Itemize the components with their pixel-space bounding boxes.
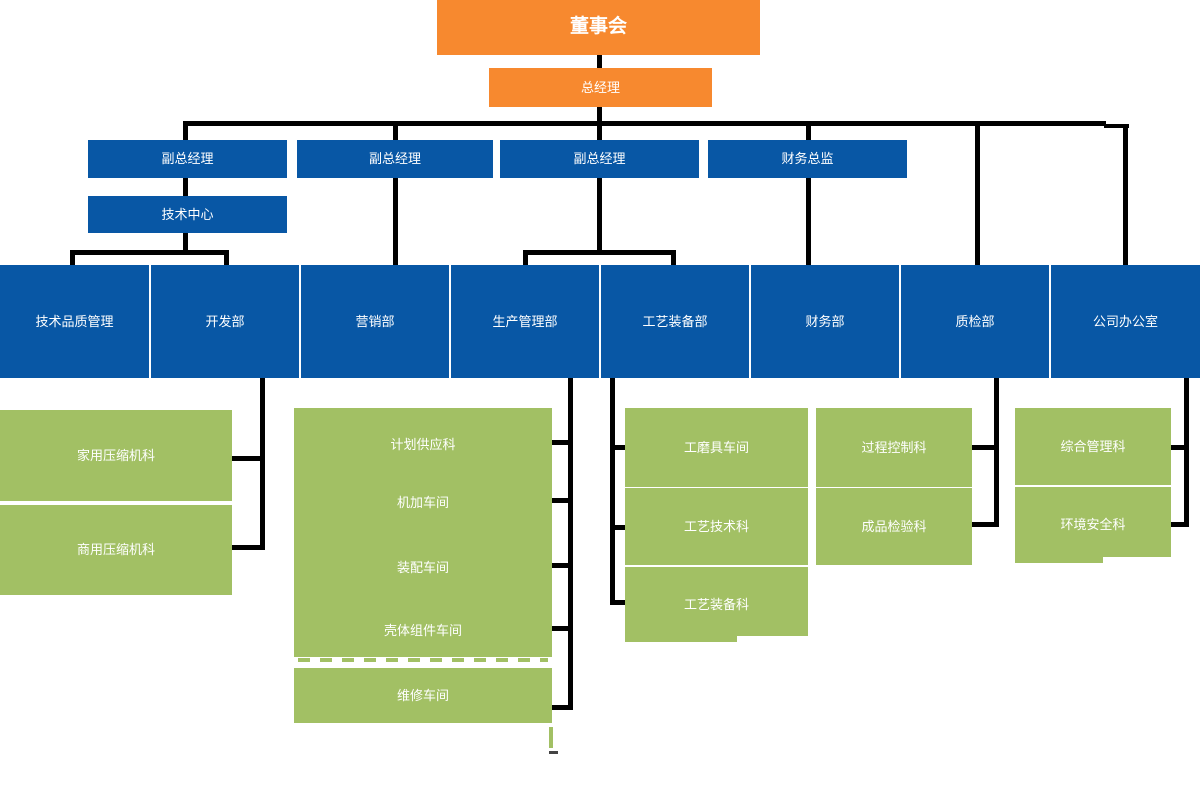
connector-stub-shell-components [552,626,568,631]
connector-bracket-process-equipment [671,250,676,265]
connector-main-horizontal [183,121,1106,126]
connector-stub-process-equipment-sec [610,600,625,605]
node-sec-commercial-compressor: 商用压缩机科 [0,505,232,595]
connector-bracket-production [523,250,528,265]
node-dept-production-mgmt: 生产管理部 [451,265,599,378]
connector-stub-process-control [972,445,994,450]
node-sec-tooling-workshop: 工磨具车间 [625,408,808,487]
node-dept-process-equipment: 工艺装备部 [601,265,749,378]
artifact-dashed-line [298,658,548,662]
node-sec-home-compressor: 家用压缩机科 [0,410,232,501]
node-sec-maintenance-workshop: 维修车间 [294,668,552,723]
node-deputy-gm-3: 副总经理 [500,140,699,178]
connector-techcenter-bracket [70,250,229,255]
node-dept-development: 开发部 [151,265,299,378]
node-sec-process-tech: 工艺技术科 [625,488,808,565]
connector-production-vertical [568,378,573,710]
connector-main-quality-dept [975,126,980,265]
node-tech-center: 技术中心 [88,196,287,233]
node-sec-process-control: 过程控制科 [816,408,972,487]
node-dept-quality-inspection: 质检部 [901,265,1049,378]
node-deputy-gm-1: 副总经理 [88,140,287,178]
connector-main-office-dept [1123,127,1128,265]
node-sec-plan-supply: 计划供应科 [390,437,456,452]
artifact-white-notch-2 [1103,557,1171,564]
connector-stub-process-tech [612,525,625,530]
node-dept-company-office: 公司办公室 [1051,265,1200,378]
connector-stub-home-compressor [232,456,260,461]
connector-main-finance-director [806,126,811,140]
connector-stub-tooling-workshop [612,445,625,450]
connector-main-horizontal-jog [1104,124,1129,128]
connector-deputy3-down [597,178,602,250]
connector-stub-commercial-compressor [232,545,265,550]
connector-stub-machining [552,498,568,503]
artifact-dark-dash [549,751,558,754]
connector-process-equipment-vertical [610,378,615,605]
node-dept-tech-quality: 技术品质管理 [0,265,149,378]
connector-stub-finished-inspection [972,522,999,527]
artifact-white-notch-1 [737,636,808,643]
connector-board-gm [597,55,602,68]
node-sec-assembly-workshop: 装配车间 [396,560,449,575]
node-sec-process-equipment: 工艺装备科 [625,567,808,642]
node-board: 董事会 [437,0,760,55]
artifact-green-sliver [549,727,553,748]
node-dept-marketing: 营销部 [301,265,449,378]
connector-quality-vertical [994,378,999,527]
node-general-manager: 总经理 [489,68,712,107]
connector-gm-mainline [597,107,602,122]
node-sec-machining-workshop: 机加车间 [396,495,449,510]
node-group-production-sections: 计划供应科 机加车间 装配车间 壳体组件车间 [294,408,552,657]
connector-stub-maintenance [552,705,573,710]
connector-bracket-techquality [70,250,75,265]
connector-development-vertical [260,378,265,550]
node-sec-shell-components-workshop: 壳体组件车间 [383,623,462,638]
connector-bracket-development [224,250,229,265]
connector-deputy2-marketing [393,178,398,265]
connector-stub-assembly [552,563,568,568]
connector-techcenter-down [183,233,188,250]
connector-deputy1-techcenter [183,178,188,196]
node-dept-finance: 财务部 [751,265,899,378]
connector-deputy3-bracket [523,250,676,255]
node-deputy-gm-2: 副总经理 [297,140,493,178]
connector-stub-env-safety [1171,522,1189,527]
connector-finance-director-finance [806,178,811,265]
connector-main-deputy3 [597,126,602,140]
node-sec-finished-inspection: 成品检验科 [816,488,972,565]
connector-main-deputy1 [183,126,188,140]
connector-main-deputy2 [393,126,398,140]
connector-stub-general-mgmt [1171,445,1184,450]
node-sec-env-safety: 环境安全科 [1015,487,1171,563]
connector-office-vertical [1184,378,1189,527]
node-finance-director: 财务总监 [708,140,907,178]
node-sec-general-mgmt: 综合管理科 [1015,408,1171,485]
connector-stub-plan-supply [552,440,568,445]
